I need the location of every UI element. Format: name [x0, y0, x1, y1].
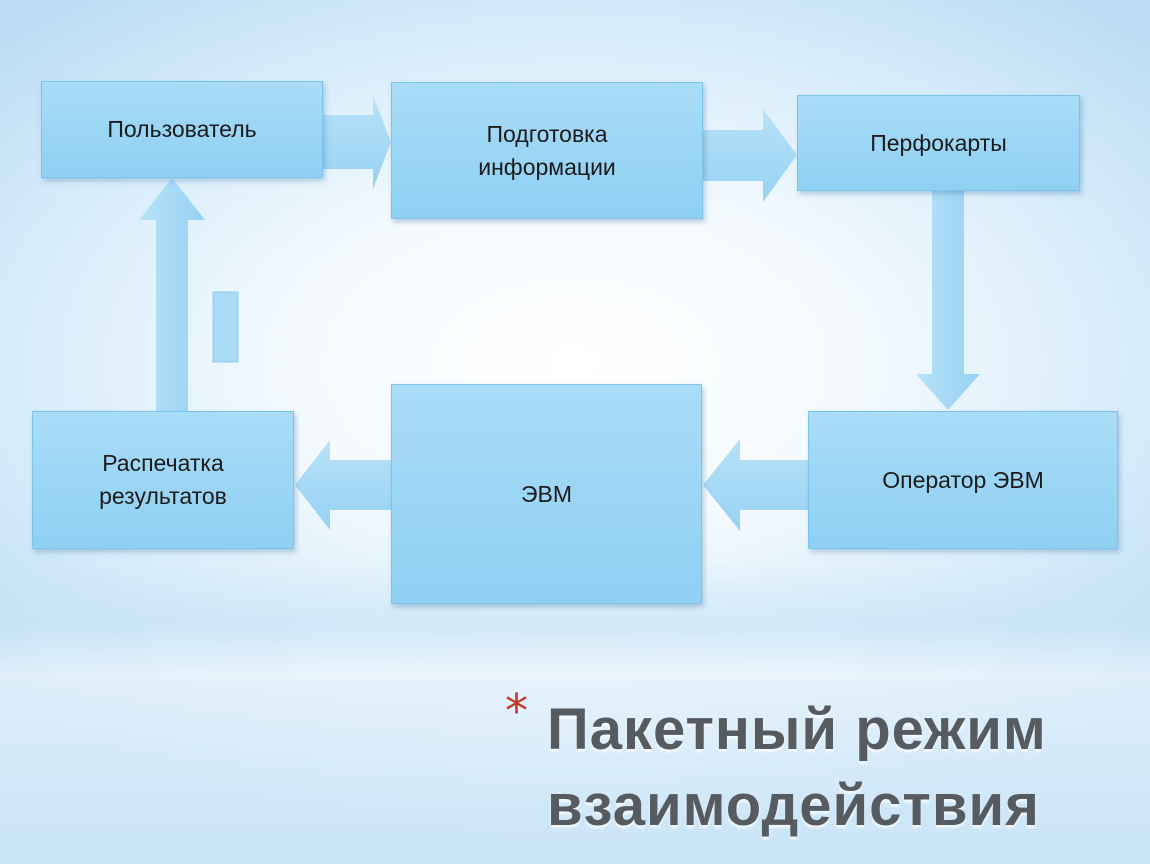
- node-computer-label: ЭВМ: [520, 480, 573, 507]
- title-bullet: *: [505, 684, 528, 738]
- node-operator-label: Оператор ЭВМ: [882, 466, 1044, 493]
- node-operator: Оператор ЭВМ: [808, 411, 1118, 549]
- node-cards: Перфокарты: [797, 95, 1080, 191]
- node-user: Пользователь: [41, 81, 323, 178]
- node-cards-label: Перфокарты: [870, 129, 1007, 156]
- arrow-operator-to-computer: [703, 439, 808, 531]
- node-user-label: Пользователь: [107, 116, 257, 142]
- title-text: Пакетный режим взаимодействия: [547, 697, 1047, 838]
- arrow-cards-to-operator: [916, 191, 980, 410]
- node-printout-label: Распечатка результатов: [99, 450, 227, 509]
- node-printout: Распечатка результатов: [32, 411, 294, 549]
- decorative-bar: [212, 291, 239, 363]
- node-prep-label: Подготовка информации: [478, 120, 616, 180]
- arrow-prep-to-cards: [703, 109, 797, 202]
- arrow-computer-to-printout: [295, 440, 391, 530]
- arrow-user-to-prep: [323, 96, 391, 189]
- node-prep: Подготовка информации: [391, 82, 703, 219]
- arrow-printout-to-user: [139, 178, 205, 411]
- node-computer: ЭВМ: [391, 384, 702, 604]
